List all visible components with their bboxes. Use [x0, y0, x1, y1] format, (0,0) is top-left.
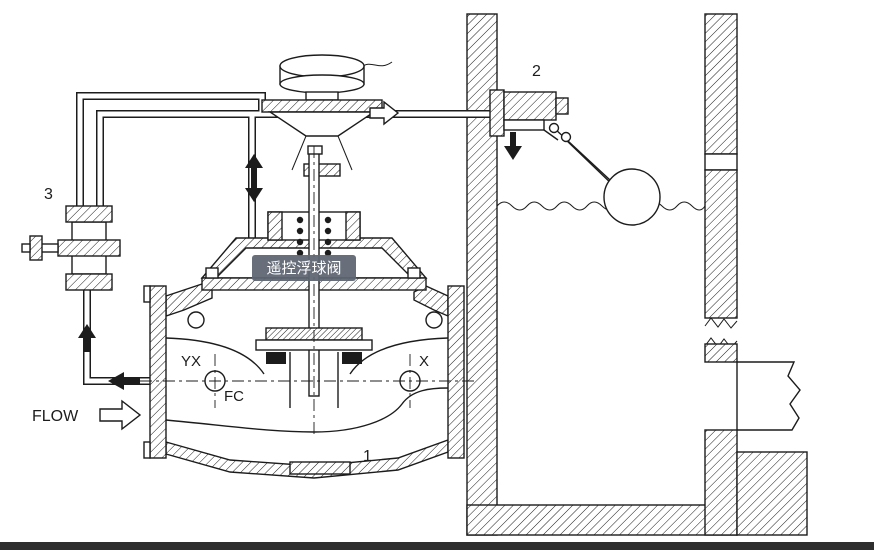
spring-chamber-wall-right: [345, 211, 361, 241]
vent-wire: [359, 61, 393, 69]
outlet-flange: [447, 285, 465, 459]
centerlines: [140, 146, 478, 438]
tank-right-wall-mid: [704, 169, 738, 319]
tank-right-wall-lower: [704, 429, 738, 536]
bonnet-bolt-left: [205, 267, 219, 279]
flow-label: FLOW: [32, 408, 79, 425]
float-valve-mount: [489, 89, 505, 137]
wall-break-line-top: [704, 317, 738, 329]
lever-bracket: [543, 129, 559, 141]
body-bolt-circle-right: [425, 311, 443, 329]
tank-right-wall-gap: [704, 153, 738, 171]
inlet-flange: [149, 285, 167, 459]
float-valve-body: [503, 91, 557, 121]
sense-line-arrow-up: [78, 324, 96, 352]
port-label-fc: FC: [224, 388, 244, 405]
text-labels: FLOW 3 2 1 YX FC X: [32, 63, 541, 465]
bell-line-right: [337, 135, 353, 171]
needle-valve-handle: [29, 235, 43, 261]
needle-valve-assembly: [21, 205, 121, 291]
seat-block-left: [266, 352, 286, 364]
pilot-cap-bottom: [279, 74, 365, 94]
sense-line-arrow-left: [108, 372, 140, 390]
bonnet-pipe-double-arrow: [245, 154, 263, 202]
needle-valve-gland: [57, 239, 121, 257]
spring-chamber-wall-left: [267, 211, 283, 241]
port-label-yx: YX: [181, 353, 201, 370]
inlet-flange-tab-bottom: [143, 441, 151, 459]
pilot-flange: [261, 99, 383, 113]
passage-upper-left: [165, 337, 265, 375]
tank-bottom: [466, 504, 738, 536]
pilot-cap-top: [279, 54, 365, 78]
part-label-1: 1: [363, 448, 372, 465]
float-valve-base: [503, 119, 545, 131]
needle-valve-bottom-plate: [65, 273, 113, 291]
bell-line-left: [291, 135, 307, 171]
flow-arrows: [78, 100, 522, 431]
port-label-x: X: [419, 353, 429, 370]
seat-block-right: [342, 352, 362, 364]
pilot-funnel: [267, 111, 377, 137]
tooltip-background: [252, 255, 356, 281]
float-valve-cap: [555, 97, 569, 115]
lever-pivot-2: [560, 131, 572, 143]
float-ball: [603, 168, 661, 226]
bottom-boss: [289, 461, 351, 475]
float-valve-down-arrow: [504, 132, 522, 160]
spring-coil-dots: [296, 216, 332, 257]
needle-valve-stem: [39, 243, 59, 253]
tooltip-overlay: 遥控浮球阀: [252, 255, 356, 281]
main-valve-assembly: [143, 145, 465, 479]
stem-top-nut: [307, 145, 323, 155]
needle-valve-handle-tip: [21, 243, 31, 253]
water-level-line: [496, 201, 706, 211]
pilot-flow-arrow: [369, 100, 400, 126]
float-pilot-assembly: [489, 89, 661, 226]
part-label-2: 2: [532, 63, 541, 80]
flow-inlet-arrow: [99, 399, 142, 431]
part-label-3: 3: [44, 186, 53, 203]
lever-pivot-1: [548, 122, 560, 134]
passage-upper-right: [349, 337, 449, 375]
wall-outlet-stub: [736, 361, 801, 431]
passage-lower: [165, 387, 449, 433]
body-bolt-circle-left: [187, 311, 205, 329]
tank-right-wall-upper: [704, 13, 738, 155]
bonnet-bolt-right: [407, 267, 421, 279]
tooltip-title: 遥控浮球阀: [266, 260, 341, 277]
pilot-neck: [305, 91, 339, 101]
tank-outer-floor-block: [736, 451, 808, 536]
inlet-flange-tab-top: [143, 285, 151, 303]
float-lever-bottom: [563, 137, 617, 189]
tank-right-wall-seg: [704, 343, 738, 363]
needle-valve-top-plate: [65, 205, 113, 223]
bottom-window-edge: [0, 542, 874, 550]
